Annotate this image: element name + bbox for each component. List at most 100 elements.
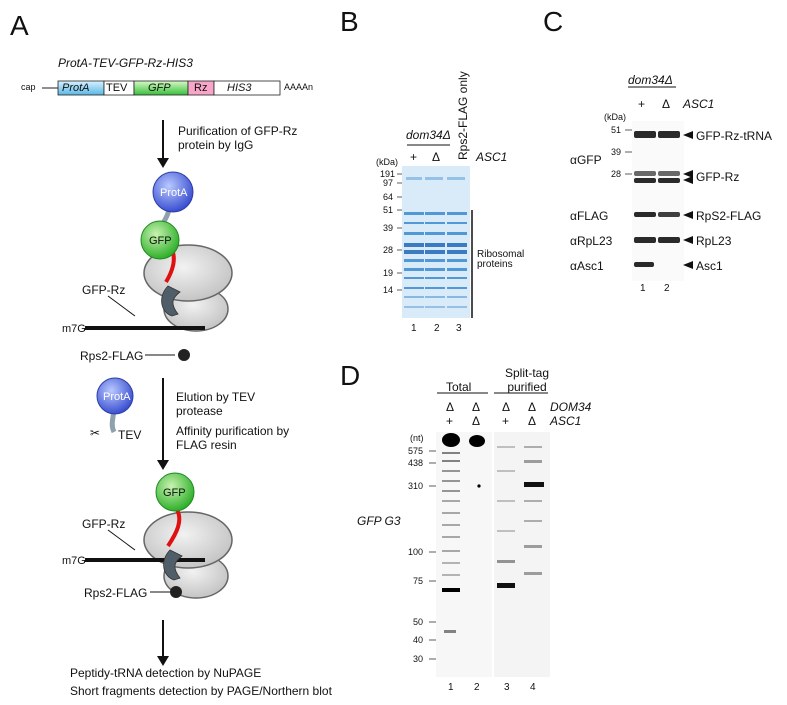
d-dom34-label: DOM34 xyxy=(550,400,592,414)
b-marker-28: 28 xyxy=(383,245,394,255)
c-band-rpl23: RpL23 xyxy=(696,234,732,248)
c-ab-asc1: αAsc1 xyxy=(570,259,604,273)
d-asc1-2: Δ xyxy=(472,414,481,428)
c-strain: dom34Δ xyxy=(628,73,673,87)
cap-label: cap xyxy=(21,82,36,92)
western-blot xyxy=(625,86,693,281)
d-dom34-4: Δ xyxy=(528,400,537,414)
c-band-gfp-rz: GFP-Rz xyxy=(696,170,740,184)
cleaved-protA xyxy=(96,377,134,434)
b-bracket-label: Ribosomal proteins xyxy=(477,249,525,270)
d-dom34-3: Δ xyxy=(502,400,511,414)
d-asc1-label: ASC1 xyxy=(550,414,582,428)
coomassie-gel xyxy=(397,144,473,318)
b-lane-1: 1 xyxy=(411,323,417,334)
m7g-label-2: m7G xyxy=(62,555,86,567)
gfp-label-1: GFP xyxy=(149,235,172,247)
segment-protA: ProtA xyxy=(62,82,90,94)
b-marker-97: 97 xyxy=(383,178,394,188)
final-nupage: Peptidy-tRNA detection by NuPAGE xyxy=(70,666,262,680)
construct-title: ProtA-TEV-GFP-Rz-HIS3 xyxy=(58,56,193,70)
d-lane-1: 1 xyxy=(448,682,454,693)
c-asc1: ASC1 xyxy=(683,97,715,111)
panel-b-letter: B xyxy=(340,6,359,37)
scissors-icon: ✂ xyxy=(90,426,101,440)
gfp-rz-label-1: GFP-Rz xyxy=(82,283,126,297)
b-lane-2: 2 xyxy=(434,323,440,334)
c-band-rps2-flag: RpS2-FLAG xyxy=(696,209,762,223)
c-geno-plus: + xyxy=(638,97,646,111)
b-marker-51: 51 xyxy=(383,205,394,215)
c-kda: (kDa) xyxy=(604,112,626,122)
d-marker-75: 75 xyxy=(413,576,424,586)
final-northern: Short fragments detection by PAGE/Northe… xyxy=(70,684,332,698)
c-marker-51: 51 xyxy=(611,125,622,135)
d-dom34-1: Δ xyxy=(446,400,455,414)
b-asc1: ASC1 xyxy=(476,150,508,164)
segment-tev: TEV xyxy=(106,82,128,94)
rps2-label-2: Rps2-FLAG xyxy=(84,586,148,600)
d-marker-50: 50 xyxy=(413,617,424,627)
d-nt: (nt) xyxy=(410,433,424,443)
segment-rz: Rz xyxy=(194,82,208,94)
protA-label-2: ProtA xyxy=(103,391,131,403)
d-marker-30: 30 xyxy=(413,654,424,664)
b-strain: dom34Δ xyxy=(406,128,451,142)
c-ab-flag: αFLAG xyxy=(570,209,609,223)
panel-c-letter: C xyxy=(543,6,564,37)
gfp-rz-label-2: GFP-Rz xyxy=(82,517,126,531)
b-marker-64: 64 xyxy=(383,192,394,202)
d-dom34-2: Δ xyxy=(472,400,481,414)
b-marker-14: 14 xyxy=(383,285,394,295)
b-geno-delta: Δ xyxy=(432,150,441,164)
c-marker-39: 39 xyxy=(611,147,622,157)
b-lane-3: 3 xyxy=(456,323,462,334)
b-marker-39: 39 xyxy=(383,223,394,233)
b-kda: (kDa) xyxy=(376,157,398,167)
d-marker-310: 310 xyxy=(408,481,424,491)
d-lane-2: 2 xyxy=(474,682,480,693)
panel-a-letter: A xyxy=(10,10,29,41)
complex-two xyxy=(85,472,233,599)
panel-d-letter: D xyxy=(340,360,361,391)
complex-one xyxy=(85,171,233,361)
b-marker-19: 19 xyxy=(383,268,394,278)
b-marker-191: 191 xyxy=(380,169,396,179)
c-lane-2: 2 xyxy=(664,283,670,294)
m7g-label-1: m7G xyxy=(62,323,86,335)
c-band-gfp-rz-trna: GFP-Rz-tRNA xyxy=(696,129,772,143)
b-rps2-only: Rps2-FLAG only xyxy=(456,71,470,160)
segment-his3: HIS3 xyxy=(227,82,252,94)
tev-label: TEV xyxy=(118,428,142,442)
d-marker-575: 575 xyxy=(408,446,424,456)
d-total: Total xyxy=(446,380,472,394)
d-asc1-4: Δ xyxy=(528,414,537,428)
step-elution: Elution by TEV protease xyxy=(176,390,256,419)
rps2-label-1: Rps2-FLAG xyxy=(80,349,144,363)
d-marker-100: 100 xyxy=(408,547,424,557)
construct-diagram xyxy=(42,80,281,96)
d-marker-40: 40 xyxy=(413,635,424,645)
step-purification: Purification of GFP-Rz protein by IgG xyxy=(178,124,298,153)
c-marker-28: 28 xyxy=(611,169,622,179)
d-marker-438: 438 xyxy=(408,458,424,468)
c-ab-gfp: αGFP xyxy=(570,153,602,167)
northern-blot xyxy=(429,392,550,677)
step-affinity: Affinity purification by FLAG resin xyxy=(176,424,290,453)
d-lane-3: 3 xyxy=(504,682,510,693)
gfp-label-2: GFP xyxy=(163,487,186,499)
c-ab-rpl23: αRpL23 xyxy=(570,234,613,248)
d-asc1-1: + xyxy=(446,414,454,428)
c-geno-delta: Δ xyxy=(662,97,671,111)
protA-label-1: ProtA xyxy=(160,187,188,199)
polyA-label: AAAAn xyxy=(284,82,314,92)
d-asc1-3: + xyxy=(502,414,510,428)
d-lane-4: 4 xyxy=(530,682,536,693)
b-geno-plus: + xyxy=(410,150,418,164)
c-band-asc1: Asc1 xyxy=(696,259,723,273)
c-lane-1: 1 xyxy=(640,283,646,294)
d-split: Split-tag purified xyxy=(504,366,550,395)
d-probe: GFP G3 xyxy=(357,514,401,528)
